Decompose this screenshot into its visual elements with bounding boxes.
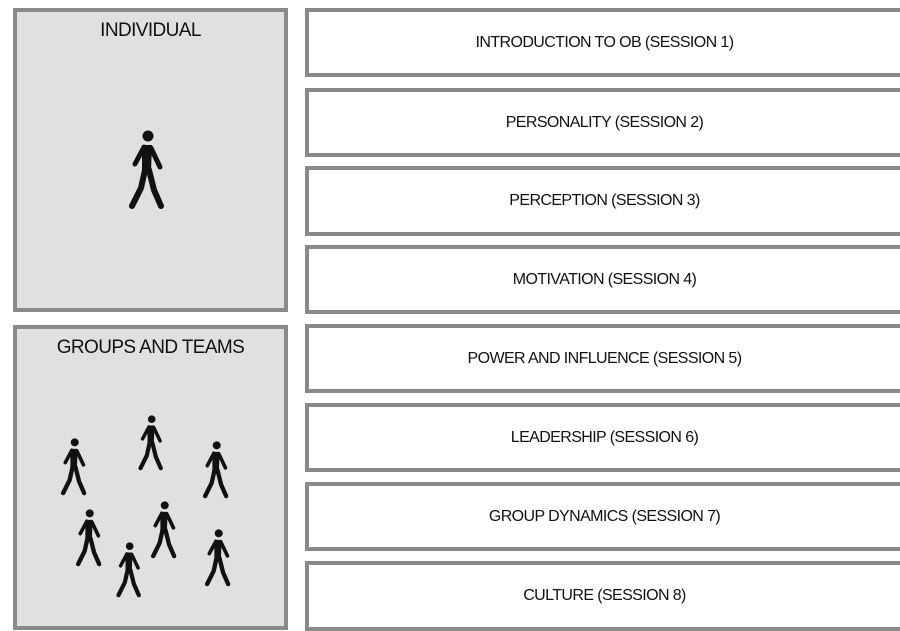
individual-panel: INDIVIDUAL — [13, 8, 288, 312]
individual-title: INDIVIDUAL — [100, 20, 201, 41]
groups-title: GROUPS AND TEAMS — [56, 337, 245, 358]
session-box-2: PERSONALITY (SESSION 2) — [305, 88, 900, 157]
walking-person-icon — [203, 529, 233, 587]
session-box-1: INTRODUCTION TO OB (SESSION 1) — [305, 8, 900, 77]
groups-panel: GROUPS AND TEAMS — [13, 325, 288, 630]
walking-person-icon — [73, 509, 105, 567]
session-box-3: PERCEPTION (SESSION 3) — [305, 166, 900, 236]
session-box-6: LEADERSHIP (SESSION 6) — [305, 403, 900, 472]
walking-person-icon — [127, 130, 167, 210]
session-box-7: GROUP DYNAMICS (SESSION 7) — [305, 482, 900, 551]
session-box-8: CULTURE (SESSION 8) — [305, 561, 900, 631]
walking-person-icon — [149, 501, 179, 559]
walking-person-icon — [115, 541, 143, 599]
session-box-4: MOTIVATION (SESSION 4) — [305, 245, 900, 314]
walking-person-icon — [135, 415, 167, 471]
walking-person-icon — [201, 441, 231, 499]
walking-person-icon — [57, 438, 91, 496]
session-box-5: POWER AND INFLUENCE (SESSION 5) — [305, 324, 900, 393]
